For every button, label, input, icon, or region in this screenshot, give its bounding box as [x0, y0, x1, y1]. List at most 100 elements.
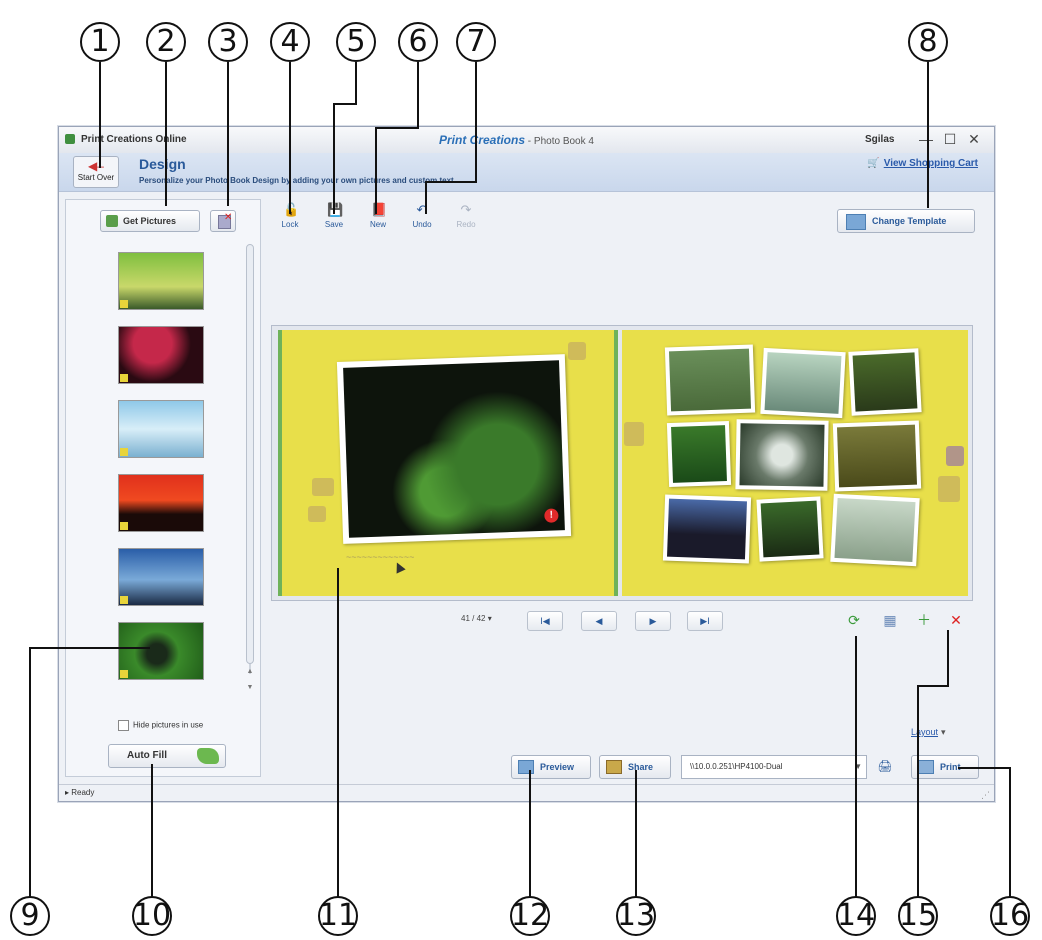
print-button[interactable]: Print — [911, 755, 979, 779]
title-bar: Print Creations Online Print Creations -… — [59, 127, 994, 154]
decoration-stamp — [308, 506, 326, 522]
printer-properties-icon[interactable]: 🖨 — [877, 759, 893, 773]
thumbnail-4[interactable] — [118, 474, 204, 532]
undo-button[interactable]: ↶Undo — [405, 203, 439, 230]
collage-photo-image — [671, 425, 727, 483]
thumbnail-6[interactable] — [118, 622, 204, 680]
save-icon: 💾 — [327, 202, 344, 217]
status-expand-icon[interactable]: ▸ — [65, 788, 70, 797]
collage-photo-5[interactable] — [735, 419, 829, 491]
title-suffix: - Photo Book 4 — [525, 136, 594, 147]
auto-fill-label: Auto Fill — [127, 750, 167, 761]
maximize-button[interactable]: ☐ — [943, 131, 957, 147]
page-title: Design — [139, 156, 186, 172]
hide-used-checkbox[interactable] — [118, 720, 129, 731]
chevron-down-icon: ▾ — [941, 727, 946, 737]
remove-picture-button[interactable]: ✕ — [210, 210, 236, 232]
decoration-stamp — [946, 446, 964, 466]
scroll-down-icon[interactable]: ▼ — [246, 684, 254, 691]
change-template-button[interactable]: Change Template — [837, 209, 975, 233]
callout-7: 7 — [456, 22, 496, 62]
caption-text-box[interactable]: ~~~~~~~~~~~~~ — [346, 552, 415, 562]
left-page[interactable]: ! ~~~~~~~~~~~~~ — [278, 330, 618, 596]
collage-photo-image — [739, 423, 825, 487]
collage-photo-4[interactable] — [666, 420, 732, 488]
main-photo[interactable]: ! — [336, 354, 572, 544]
window-title-left: Print Creations Online — [81, 134, 187, 145]
decoration-stamp — [568, 342, 586, 360]
resize-grip-icon[interactable]: ⋰ — [981, 790, 990, 800]
add-page-icon[interactable]: ＋ — [917, 612, 931, 628]
start-over-button[interactable]: ◀– Start Over — [73, 156, 119, 188]
picture-sidebar: Get Pictures ✕ ▲ ▼ Hide pictures in use … — [65, 199, 261, 777]
close-button[interactable]: ✕ — [968, 131, 980, 147]
lock-button[interactable]: 🔓Lock — [273, 203, 307, 230]
page-indicator[interactable]: 41 / 42 ▾ — [461, 614, 492, 623]
get-pictures-icon — [106, 215, 118, 227]
lock-label: Lock — [281, 220, 299, 229]
thumbnail-tag-icon — [120, 374, 128, 382]
auto-fill-icon — [197, 748, 219, 764]
thumbnail-5[interactable] — [118, 548, 204, 606]
picture-icon — [218, 215, 231, 229]
callout-14: 14 — [836, 896, 876, 936]
first-page-button[interactable]: I◀ — [527, 611, 563, 631]
auto-fill-button[interactable]: Auto Fill — [108, 744, 226, 768]
thumbnail-2[interactable] — [118, 326, 204, 384]
thumbnail-scrollbar[interactable]: ▲ ▼ — [246, 244, 254, 704]
view-shopping-cart-link[interactable]: 🛒View Shopping Cart — [867, 158, 978, 169]
back-arrow-icon: ◀– — [88, 159, 104, 173]
remove-icon: ✕ — [224, 212, 233, 223]
cart-icon: 🛒 — [867, 158, 880, 169]
callout-9: 9 — [10, 896, 50, 936]
header-band: ◀– Start Over Design Personalize your Ph… — [59, 153, 994, 192]
page-view-icon[interactable]: ▦ — [883, 612, 897, 628]
thumbnail-tag-icon — [120, 670, 128, 678]
preview-button[interactable]: Preview — [511, 755, 591, 779]
collage-photo-9[interactable] — [830, 493, 920, 567]
last-page-button[interactable]: ▶I — [687, 611, 723, 631]
scroll-thumb[interactable] — [246, 244, 254, 664]
right-page[interactable] — [622, 330, 968, 596]
collage-photo-image — [668, 348, 752, 412]
collage-photo-8[interactable] — [756, 496, 824, 562]
get-pictures-label: Get Pictures — [123, 216, 177, 226]
printer-name: \\10.0.0.251\HP4100-Dual — [690, 762, 783, 771]
collage-photo-6[interactable] — [832, 420, 922, 492]
thumbnail-3[interactable] — [118, 400, 204, 458]
new-button[interactable]: 📕New — [361, 203, 395, 230]
collage-photo-3[interactable] — [848, 348, 922, 416]
print-icon — [918, 760, 934, 774]
app-window: Print Creations Online Print Creations -… — [58, 126, 995, 802]
printer-select[interactable]: \\10.0.0.251\HP4100-Dual ▼ — [681, 755, 867, 779]
share-button[interactable]: Share — [599, 755, 671, 779]
template-icon — [846, 214, 866, 230]
thumbnail-1[interactable] — [118, 252, 204, 310]
collage-photo-image — [836, 424, 918, 488]
preview-label: Preview — [540, 762, 575, 772]
hide-used-option[interactable]: Hide pictures in use — [118, 720, 203, 731]
delete-page-icon[interactable]: ✕ — [950, 612, 962, 628]
callout-4: 4 — [270, 22, 310, 62]
decoration-stamp — [624, 422, 644, 446]
collage-photo-1[interactable] — [664, 344, 756, 416]
collage-photo-7[interactable] — [662, 494, 752, 564]
save-button[interactable]: 💾 Save — [317, 202, 351, 230]
minimize-button[interactable]: — — [919, 131, 933, 147]
collage-photo-2[interactable] — [760, 347, 846, 419]
get-pictures-button[interactable]: Get Pictures — [100, 210, 200, 232]
change-template-label: Change Template — [872, 216, 947, 226]
new-label: New — [369, 220, 386, 229]
redo-button[interactable]: ↷Redo — [449, 203, 483, 230]
undo-label: Undo — [412, 220, 432, 229]
next-page-button[interactable]: ▶ — [635, 611, 671, 631]
previous-page-button[interactable]: ◀ — [581, 611, 617, 631]
rotate-page-icon[interactable]: ⟳ — [848, 612, 860, 628]
save-label: Save — [324, 220, 344, 229]
scroll-up-icon[interactable]: ▲ — [246, 668, 254, 675]
window-title-center: Print Creations - Photo Book 4 — [439, 133, 594, 147]
callout-6: 6 — [398, 22, 438, 62]
hide-used-label: Hide pictures in use — [133, 720, 204, 730]
callout-8: 8 — [908, 22, 948, 62]
layout-link[interactable]: Layout▾ — [911, 727, 946, 738]
